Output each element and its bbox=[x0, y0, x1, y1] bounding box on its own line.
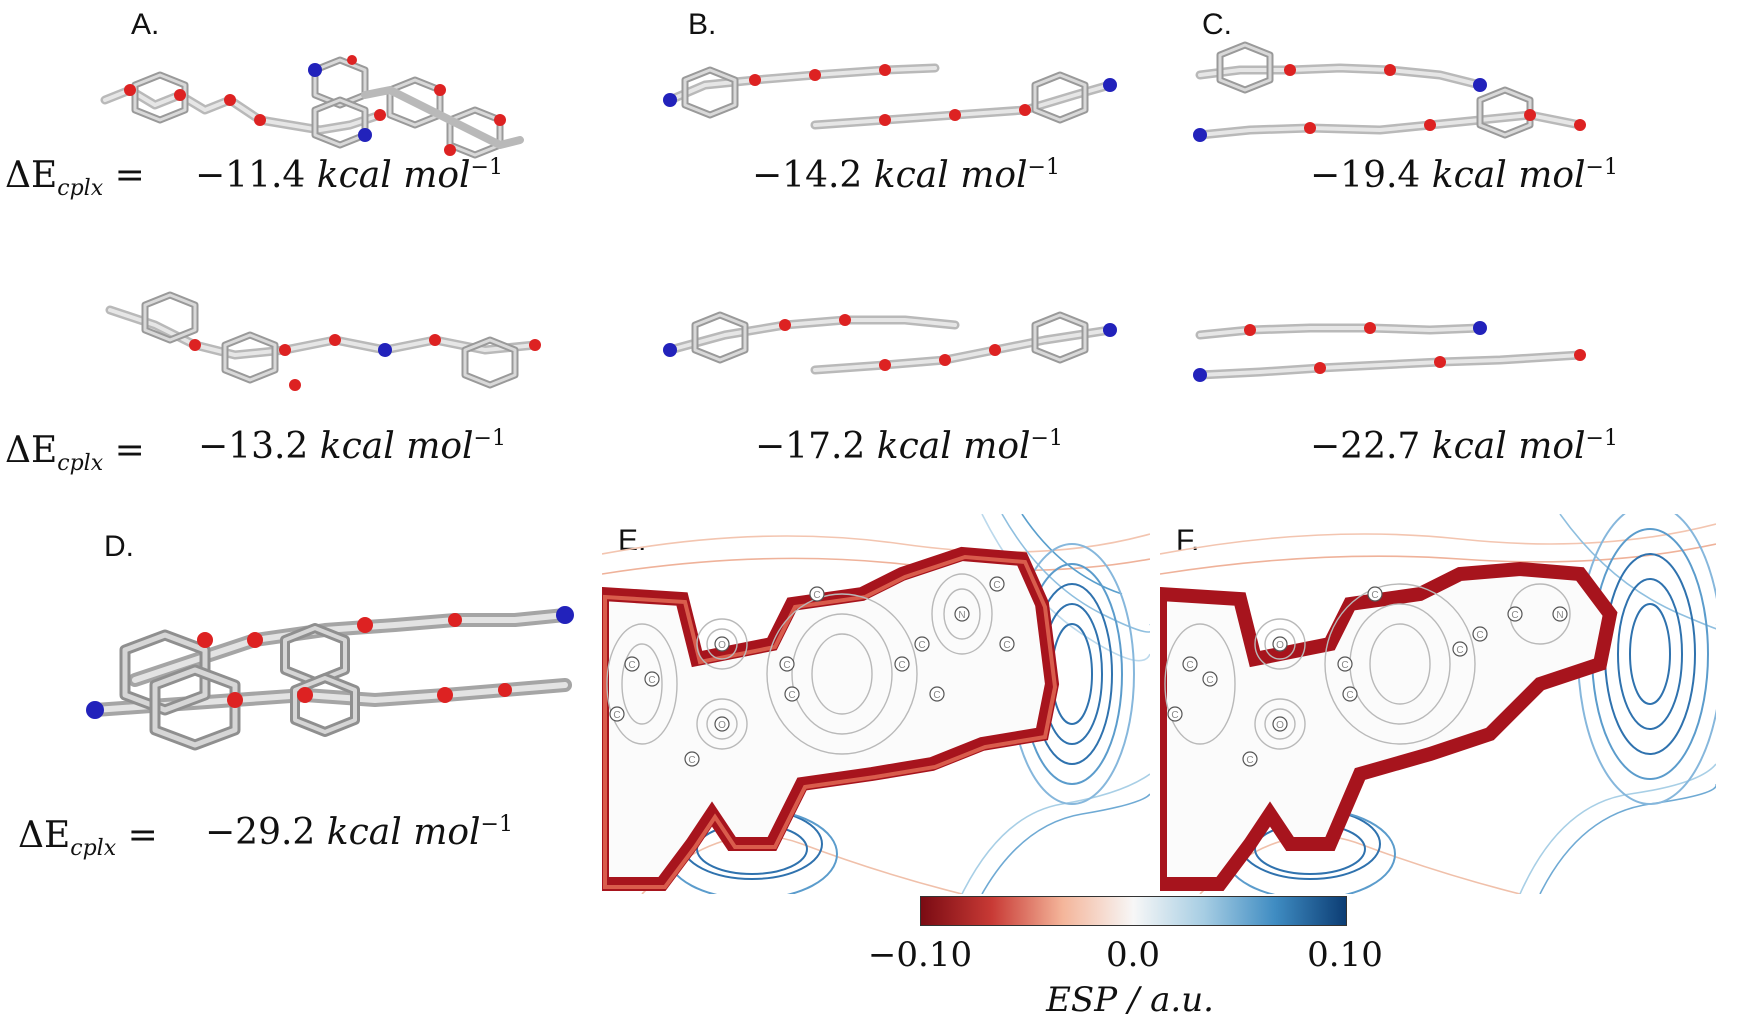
atom-label: C bbox=[783, 660, 790, 671]
atom-label: O bbox=[1276, 720, 1284, 731]
energy-d: −29.2 kcal mol−1 bbox=[205, 812, 513, 853]
molecule-a-bottom bbox=[105, 291, 541, 391]
colorbar bbox=[920, 896, 1347, 926]
energy-c-bottom: −22.7 kcal mol−1 bbox=[1310, 426, 1618, 467]
delta-e-label-d: ΔEcplx = bbox=[18, 815, 158, 862]
atom-label: C bbox=[648, 675, 655, 686]
atom-label: C bbox=[1186, 660, 1193, 671]
atom-label: C bbox=[1371, 590, 1378, 601]
atom-label: C bbox=[788, 690, 795, 701]
atom-label: C bbox=[813, 590, 820, 601]
atom-label: O bbox=[718, 720, 726, 731]
atom-label: C bbox=[1003, 640, 1010, 651]
molecule-b-bottom bbox=[663, 311, 1117, 375]
panel-label-b: B. bbox=[688, 8, 717, 41]
molecule-d bbox=[86, 606, 574, 751]
colorbar-tick-mid: 0.0 bbox=[1105, 935, 1161, 975]
atom-label: C bbox=[1246, 755, 1253, 766]
colorbar-tick-max: 0.10 bbox=[1307, 935, 1383, 975]
atom-label: C bbox=[1476, 630, 1483, 641]
energy-a-top: −11.4 kcal mol−1 bbox=[195, 155, 503, 196]
molecule-b-top bbox=[663, 63, 1117, 130]
atom-label: C bbox=[918, 640, 925, 651]
atom-label: C bbox=[1511, 610, 1518, 621]
panel-label-d: D. bbox=[104, 530, 134, 563]
atom-label: C bbox=[933, 690, 940, 701]
panel-label-e: E. bbox=[618, 524, 647, 557]
atom-label: C bbox=[993, 580, 1000, 591]
atom-label: N bbox=[958, 610, 965, 621]
molecule-c-top bbox=[1193, 41, 1586, 142]
atom-label: C bbox=[1171, 710, 1178, 721]
atom-label: C bbox=[1346, 690, 1353, 701]
panel-label-a: A. bbox=[131, 8, 160, 41]
colorbar-tick-min: −0.10 bbox=[867, 935, 973, 975]
delta-e-label-row2: ΔEcplx = bbox=[5, 430, 145, 477]
delta-e-label-row1: ΔEcplx = bbox=[5, 155, 145, 202]
energy-b-bottom: −17.2 kcal mol−1 bbox=[755, 426, 1063, 467]
energy-c-top: −19.4 kcal mol−1 bbox=[1310, 155, 1618, 196]
molecule-a-top bbox=[100, 55, 524, 159]
atom-label: C bbox=[898, 660, 905, 671]
energy-a-bottom: −13.2 kcal mol−1 bbox=[198, 426, 506, 467]
esp-map-f: C C C O O C C C C C N C C bbox=[1160, 514, 1716, 894]
atom-label: C bbox=[613, 710, 620, 721]
panel-label-c: C. bbox=[1202, 8, 1232, 41]
colorbar-title: ESP / a.u. bbox=[1046, 980, 1214, 1020]
atom-label: C bbox=[1341, 660, 1348, 671]
atom-label: N bbox=[1556, 610, 1563, 621]
atom-label: C bbox=[628, 660, 635, 671]
atom-label: C bbox=[1206, 675, 1213, 686]
esp-map-e: C C C O O C C C C C N C C C C bbox=[602, 514, 1150, 894]
atom-label: C bbox=[688, 755, 695, 766]
atom-label: O bbox=[1276, 640, 1284, 651]
molecule-c-bottom bbox=[1193, 321, 1586, 382]
energy-b-top: −14.2 kcal mol−1 bbox=[752, 155, 1060, 196]
atom-label: O bbox=[718, 640, 726, 651]
atom-label: C bbox=[1456, 645, 1463, 656]
